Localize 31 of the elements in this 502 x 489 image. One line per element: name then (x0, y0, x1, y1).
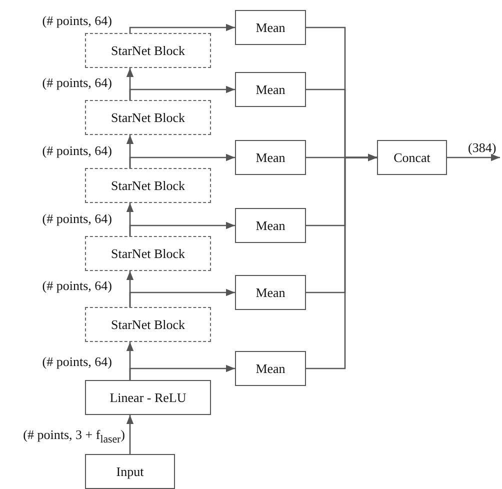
arrow (129, 364, 235, 380)
process-box: Mean (235, 208, 306, 243)
process-box: Mean (235, 275, 306, 310)
edge-label: (# points, 64) (41, 354, 113, 368)
dashed-block-box: StarNet Block (85, 307, 211, 342)
arrow (129, 86, 235, 100)
edge-label: (# points, 64) (41, 14, 113, 26)
arrow (129, 288, 235, 307)
process-box: Mean (235, 72, 306, 107)
process-box: Mean (235, 10, 306, 45)
edge-label: (# points, 64) (41, 144, 113, 156)
edge-label: (# points, 64) (41, 76, 113, 88)
edge-label: (# points, 64) (41, 278, 113, 292)
process-box: Input (85, 454, 175, 489)
dashed-block-box: StarNet Block (85, 168, 211, 203)
process-box: Mean (235, 351, 306, 386)
edge-label: (384) (467, 140, 498, 154)
edge-label: (# points, 64) (41, 212, 113, 224)
dashed-block-box: StarNet Block (85, 33, 211, 68)
arrow (447, 154, 500, 162)
dashed-block-box: StarNet Block (85, 236, 211, 271)
process-box: Linear - ReLU (85, 380, 211, 415)
arrow (126, 415, 134, 454)
process-box: Concat (377, 140, 447, 175)
arrow (129, 154, 235, 168)
arrow (129, 24, 235, 33)
arrow (129, 222, 235, 236)
arrow (306, 154, 377, 370)
dashed-block-box: StarNet Block (85, 100, 211, 135)
process-box: Mean (235, 140, 306, 175)
edge-label: (# points, 3 + f$_{laser}$) (22, 428, 126, 445)
